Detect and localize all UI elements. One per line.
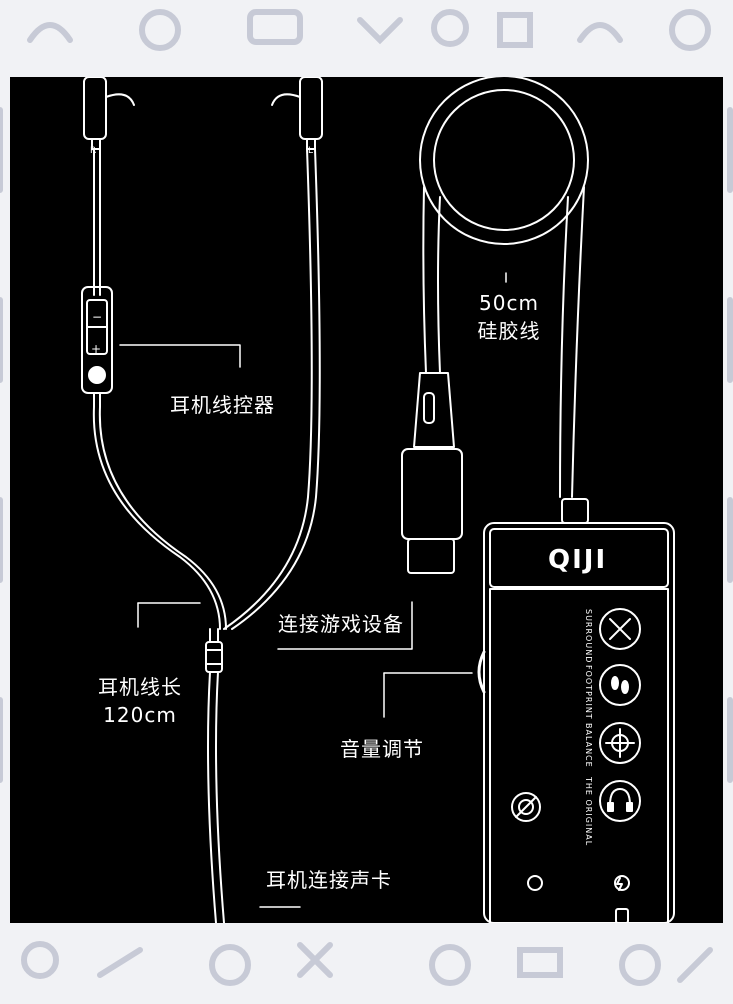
surround-icon	[599, 608, 641, 650]
mode-label-original: THE ORIGINAL	[584, 776, 593, 846]
connect-game-label: 连接游戏设备	[278, 612, 404, 636]
backpack-icon	[497, 12, 533, 48]
power-port-icon	[614, 875, 630, 891]
rifle-icon	[97, 947, 143, 978]
mode-label-surround: SURROUND	[584, 609, 593, 663]
gamepad-icon-2	[619, 944, 661, 986]
knife-icon	[677, 947, 713, 983]
soldier-icon	[431, 9, 469, 47]
silicone-label-line2: 硅胶线	[477, 319, 541, 343]
weapon-icon	[357, 17, 403, 45]
inline-controller	[81, 286, 113, 394]
wrench-icon	[297, 942, 333, 978]
product-illustration: R L − + QIJI SURROUND FOOTPRINT BALANCE …	[81, 77, 675, 923]
callout-lines	[119, 272, 507, 908]
right-earbud	[83, 77, 135, 296]
parachute-icon	[27, 22, 73, 43]
silicone-label-line1: 50cm	[479, 291, 539, 315]
controller-label: 耳机线控器	[170, 393, 275, 417]
cable-length-label-line2: 120cm	[103, 703, 177, 727]
brand-logo: QIJI	[548, 545, 607, 575]
left-earbud-mark: L	[308, 146, 313, 156]
medal-icon	[139, 9, 181, 51]
headphone-port-icon	[527, 875, 543, 891]
gamepad-icon	[209, 944, 251, 986]
footprint-icon	[599, 664, 641, 706]
sound-card	[477, 522, 675, 923]
helmet-icon	[21, 941, 59, 979]
right-earbud-mark: R	[90, 146, 96, 156]
product-panel: R L − + QIJI SURROUND FOOTPRINT BALANCE …	[10, 77, 723, 923]
usb-plug	[401, 372, 463, 574]
cable-length-label-line1: 耳机线长	[98, 675, 182, 699]
cable-splitter	[205, 641, 223, 673]
silicone-cable-loop	[419, 77, 589, 498]
volume-label: 音量调节	[340, 737, 424, 761]
ammo-icon	[517, 947, 563, 978]
crosshair-icon	[599, 722, 641, 764]
headphones-icon	[669, 9, 711, 51]
soldier-icon-2	[429, 944, 471, 986]
controller-plus: +	[91, 342, 101, 356]
headset-icon	[599, 780, 641, 822]
headphone-connect-label: 耳机连接声卡	[266, 868, 392, 892]
connect-callout-line	[277, 601, 413, 650]
mode-label-footprint: FOOTPRINT	[584, 665, 593, 720]
parachute-icon-2	[577, 22, 623, 43]
noise-cancel-icon	[511, 792, 541, 822]
controller-minus: −	[92, 310, 102, 324]
left-earbud	[223, 77, 323, 630]
truck-icon	[247, 9, 303, 45]
controller-callout-line	[119, 344, 241, 368]
mode-label-balance: BALANCE	[584, 723, 593, 768]
